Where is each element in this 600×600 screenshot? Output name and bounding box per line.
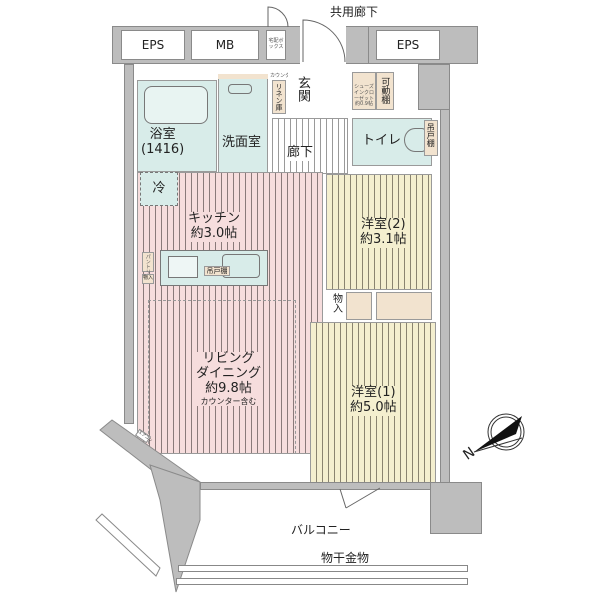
living-name: リビング — [202, 351, 255, 366]
kitchen-name: キッチン — [188, 211, 241, 226]
stove-icon — [168, 256, 198, 278]
toilet-label: トイレ — [362, 133, 402, 148]
western1-name: 洋室(1) — [351, 385, 396, 400]
mb-shaft: MB — [191, 30, 259, 60]
clothes-hanger-label: 物干金物 — [321, 551, 370, 565]
living-rug-area — [148, 300, 296, 454]
left-wall — [124, 64, 134, 424]
western1-label: 洋室(1) 約5.0帖 — [350, 385, 397, 416]
kitchen-wall-cabinet[interactable]: 吊戸棚 — [204, 266, 230, 276]
eps-left-shaft: EPS — [121, 30, 185, 60]
western2-label: 洋室(2) 約3.1帖 — [360, 217, 407, 248]
bath-name: 浴室 — [149, 127, 176, 142]
fridge-space: 冷 — [140, 172, 178, 206]
bath-label: 浴室 (1416) — [141, 127, 185, 158]
balcony-label: バルコニー — [291, 523, 351, 537]
eps-right-label: EPS — [396, 38, 420, 52]
linen-closet[interactable]: リネン庫 — [272, 80, 286, 114]
balcony-rail-1 — [178, 565, 468, 572]
washroom-label: 洗面室 — [222, 135, 262, 150]
living-note: カウンター含む — [200, 396, 257, 406]
delivery-box[interactable]: 宅配ボックス — [266, 30, 286, 60]
toilet-wall-cabinet[interactable]: 吊戸棚 — [424, 120, 438, 156]
western2-name: 洋室(2) — [361, 217, 406, 232]
movable-shelf-label: 可動棚 — [379, 77, 390, 104]
living-size: 約9.8帖 — [205, 380, 252, 396]
shoe-closet-size: 約0.9帖 — [355, 101, 373, 108]
shoe-in-closet[interactable]: シューズインクローゼット 約0.9帖 — [352, 72, 376, 110]
kitchen-label: キッチン 約3.0帖 — [188, 211, 241, 242]
counter-small-label: カウンター — [270, 73, 296, 79]
living-label: リビング ダイニング 約9.8帖 カウンター含む — [196, 351, 262, 406]
hallway-label: 廊下 — [287, 145, 314, 161]
toilet-cabinet-label: 吊戸棚 — [426, 123, 436, 147]
entrance-label: 玄関 — [294, 76, 310, 102]
kitchen-storage[interactable]: 物入 — [142, 274, 154, 284]
bathtub — [144, 86, 208, 124]
shoe-closet-name: シューズインクローゼット — [353, 84, 374, 102]
eps-left-label: EPS — [141, 38, 165, 52]
western2-size: 約3.1帖 — [360, 231, 407, 247]
bottom-right-column — [430, 482, 482, 534]
western1-size: 約5.0帖 — [350, 399, 397, 415]
western1-closet[interactable] — [376, 292, 432, 320]
linen-label: リネン庫 — [275, 83, 284, 111]
common-corridor-label: 共用廊下 — [330, 5, 379, 19]
bath-size: (1416) — [141, 141, 185, 157]
kitchen-size: 約3.0帖 — [190, 225, 238, 241]
entrance[interactable] — [288, 68, 348, 110]
movable-shelf[interactable]: 可動棚 — [376, 72, 394, 110]
kitchen-cabinet-label: 吊戸棚 — [206, 267, 228, 275]
shoe-closet-label: シューズインクローゼット 約0.9帖 — [353, 84, 375, 108]
mb-label: MB — [215, 38, 235, 52]
western2-storage-label: 物入 — [330, 293, 342, 313]
fridge-label: 冷 — [152, 181, 166, 196]
pantry-label: パントリー — [144, 254, 151, 279]
pantry[interactable]: パントリー — [142, 252, 154, 279]
delivery-box-label: 宅配ボックス — [268, 38, 284, 50]
north-arrow-icon — [473, 413, 525, 453]
kitchen-storage-label: 物入 — [143, 275, 154, 281]
entrance-opening — [300, 26, 346, 64]
eps-right-shaft: EPS — [376, 30, 440, 60]
dining-name: ダイニング — [196, 365, 262, 381]
balcony-rail-2 — [176, 578, 468, 585]
washroom-shelf — [218, 74, 268, 79]
washbasin — [228, 84, 252, 94]
western2-closet-a[interactable] — [346, 292, 372, 320]
right-top-corner-wall — [418, 64, 450, 110]
